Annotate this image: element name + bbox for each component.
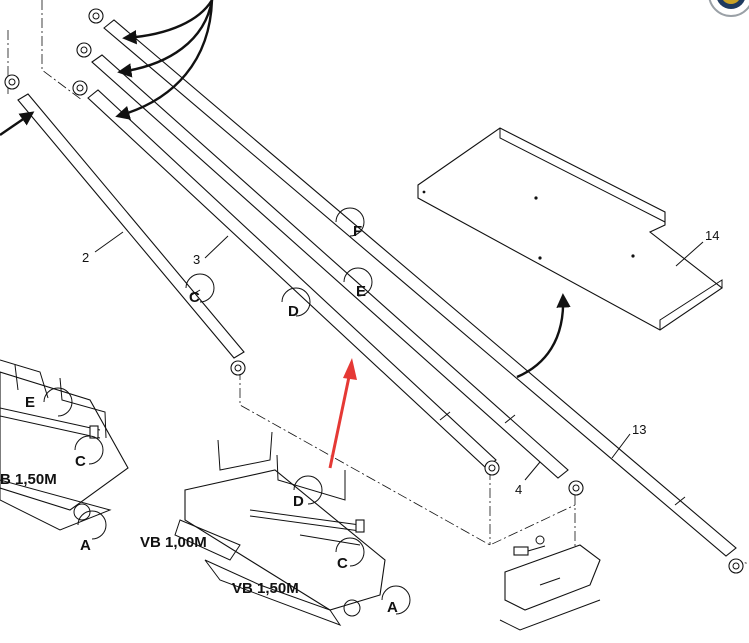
- callout-e-left: E: [25, 394, 35, 411]
- leader-lines: [94, 231, 704, 481]
- callout-c-main: C: [189, 289, 200, 306]
- header-machine-center: [174, 431, 411, 627]
- callout-e-main: E: [356, 283, 366, 300]
- part-number-14: 14: [705, 228, 719, 243]
- callout-d-center: D: [293, 493, 304, 510]
- highlight-arrow: [328, 358, 357, 469]
- callout-f-main: F: [353, 223, 362, 240]
- part-number-13: 13: [632, 422, 646, 437]
- cylinder-3: [72, 80, 500, 476]
- logo-badge: [708, 0, 749, 17]
- part-number-3: 3: [193, 252, 200, 267]
- cover-plate-14: [417, 127, 723, 331]
- callout-c-left: C: [75, 453, 86, 470]
- variant-label-left-150: B 1,50M: [0, 471, 57, 488]
- variant-label-center-150: VB 1,50M: [232, 580, 299, 597]
- mounting-bracket: [499, 535, 601, 631]
- cylinder-13: [88, 8, 744, 574]
- header-machine-left: [0, 359, 129, 540]
- callout-a-center: A: [387, 599, 398, 616]
- callout-c-center: C: [337, 555, 348, 572]
- part-number-4: 4: [515, 482, 522, 497]
- cylinder-4: [76, 42, 584, 496]
- variant-label-center-100: VB 1,00M: [140, 534, 207, 551]
- callout-d-main: D: [288, 303, 299, 320]
- part-number-2: 2: [82, 250, 89, 265]
- pointer-arrows: [0, 0, 571, 379]
- cylinder-2: [4, 74, 246, 376]
- callout-a-left: A: [80, 537, 91, 554]
- callout-circles: [185, 207, 373, 317]
